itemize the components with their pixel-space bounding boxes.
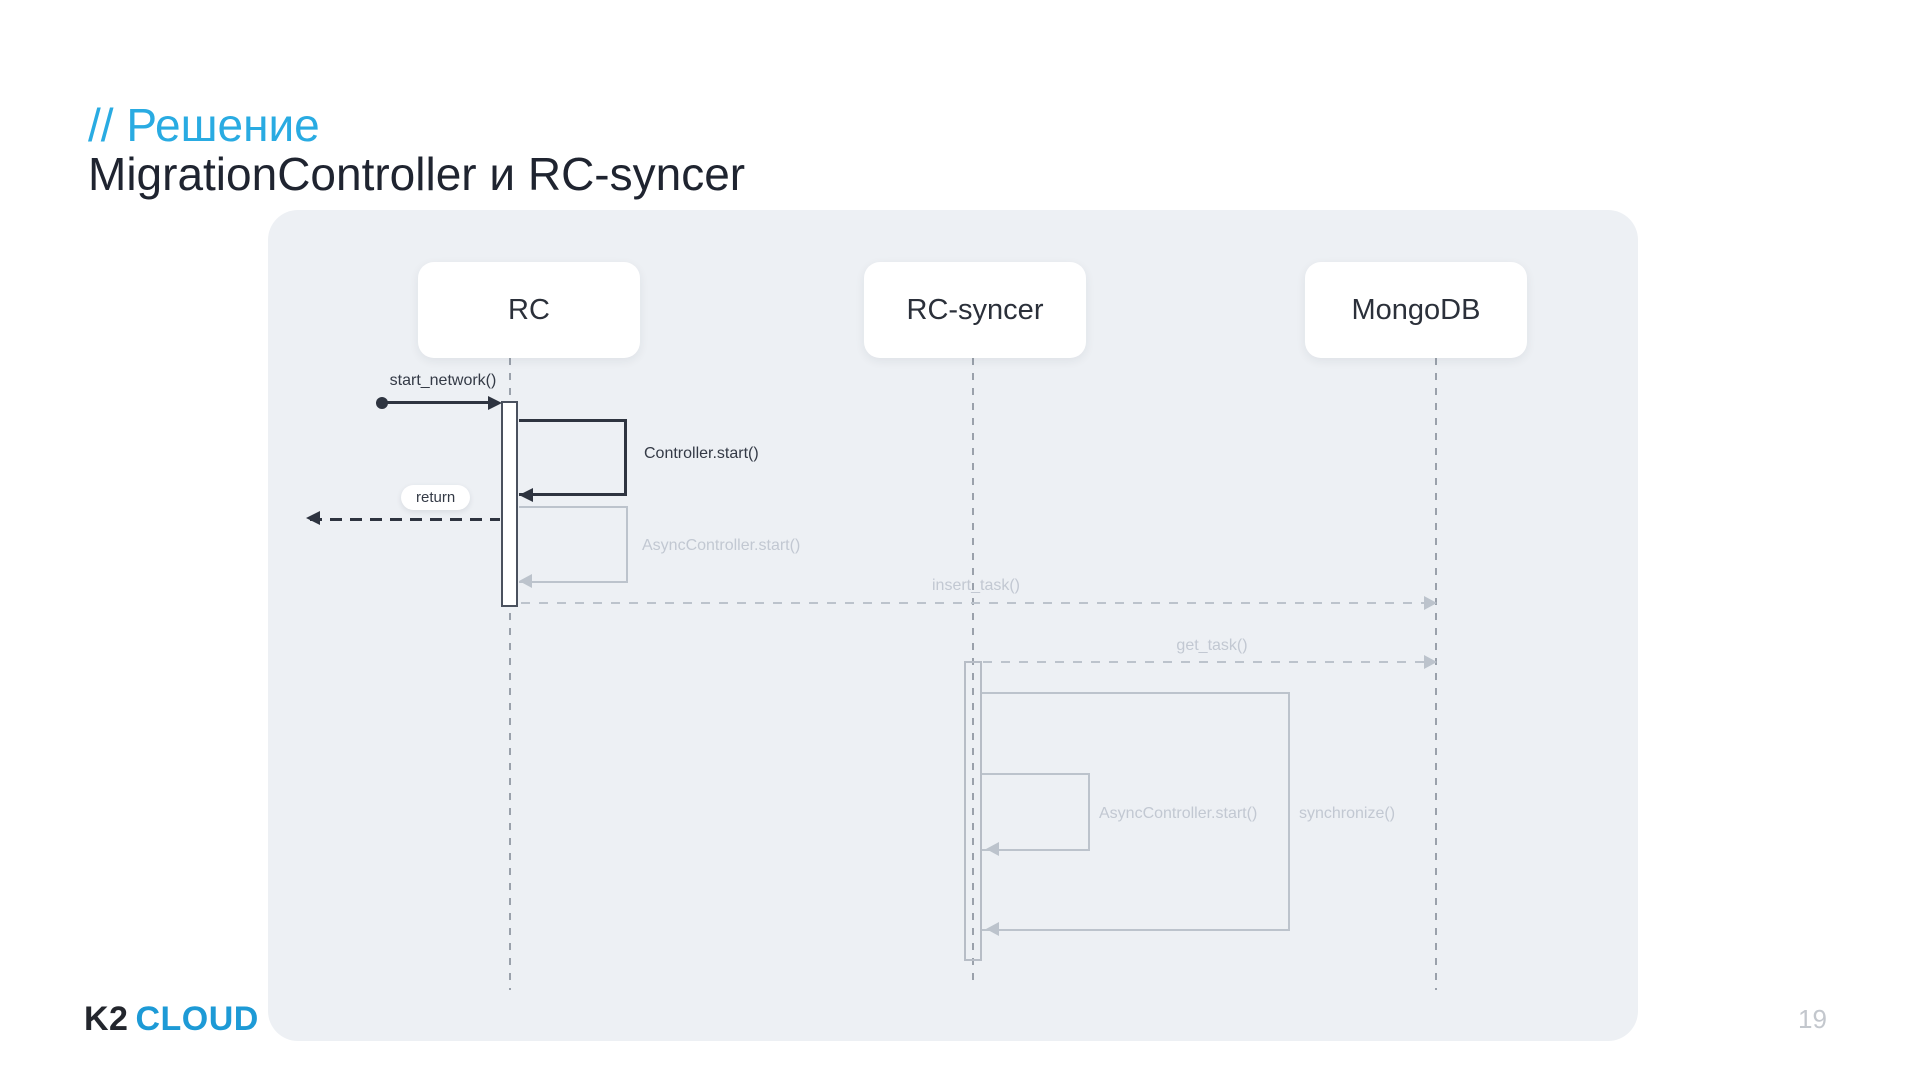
activation-bar-rc xyxy=(501,401,518,607)
synchronize-loop xyxy=(982,692,1290,931)
async-start-syncer-label: AsyncController.start() xyxy=(1099,805,1258,822)
logo-k2-text: K2 xyxy=(84,1000,129,1038)
slide-title: MigrationController и RC-syncer xyxy=(88,148,746,200)
return-pill: return xyxy=(401,485,471,510)
controller-start-arrowhead-icon xyxy=(519,488,533,502)
actor-label-rc-syncer: RC-syncer xyxy=(906,293,1044,326)
get-task-label: get_task() xyxy=(1176,637,1248,654)
controller-start-loop xyxy=(519,419,627,496)
insert-task-label: insert_task() xyxy=(931,577,1021,594)
start-network-origin-dot xyxy=(376,397,388,409)
actor-box-rc-syncer: RC-syncer xyxy=(864,262,1086,358)
return-label: return xyxy=(416,489,456,506)
insert-task-arrowhead-icon xyxy=(1424,596,1437,610)
async-start-syncer-loop xyxy=(982,773,1090,851)
lifeline-rc-syncer xyxy=(972,358,974,986)
synchronize-arrowhead-icon xyxy=(986,922,999,936)
get-task-arrow-line xyxy=(983,661,1426,663)
slide-kicker: // Решение xyxy=(88,99,320,151)
start-network-label: start_network() xyxy=(389,372,497,389)
async-start-rc-label: AsyncController.start() xyxy=(642,537,801,554)
async-start-rc-loop xyxy=(519,506,628,583)
lifeline-mongodb xyxy=(1435,358,1437,990)
insert-task-arrow-line xyxy=(521,602,1426,604)
actor-label-mongodb: MongoDB xyxy=(1351,293,1481,326)
actor-box-rc: RC xyxy=(418,262,640,358)
return-arrow-line xyxy=(310,518,500,521)
controller-start-label: Controller.start() xyxy=(644,445,759,462)
async-start-syncer-arrowhead-icon xyxy=(986,842,999,856)
logo-cloud-text: CLOUD xyxy=(135,1000,259,1038)
actor-label-rc: RC xyxy=(508,293,550,326)
activation-bar-rc-syncer xyxy=(964,661,982,961)
actor-box-mongodb: MongoDB xyxy=(1305,262,1527,358)
async-start-rc-arrowhead-icon xyxy=(519,574,532,588)
start-network-arrowhead-icon xyxy=(488,396,502,410)
return-arrowhead-icon xyxy=(306,511,320,525)
get-task-arrowhead-icon xyxy=(1424,655,1437,669)
page-number: 19 xyxy=(1798,1004,1827,1034)
lifeline-rc xyxy=(509,358,511,990)
synchronize-label: synchronize() xyxy=(1299,805,1396,822)
start-network-arrow-line xyxy=(382,401,490,404)
